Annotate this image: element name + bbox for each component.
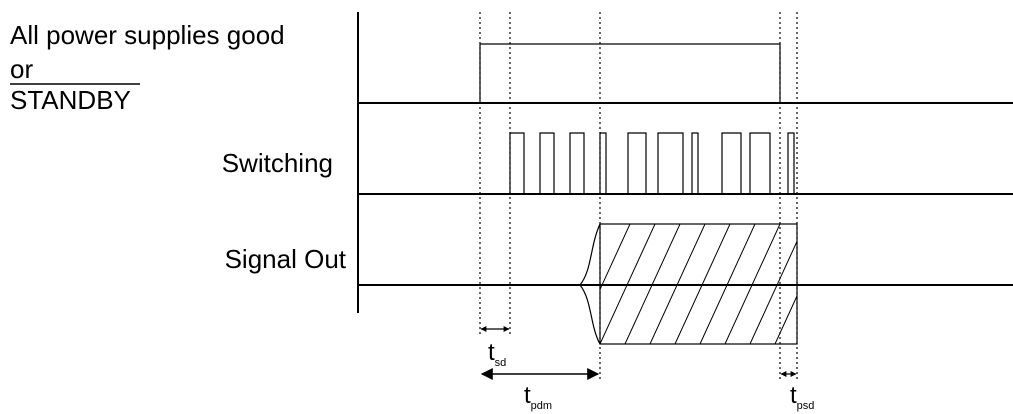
t-sd-label: tsd [488,339,506,369]
power-label-line1: All power supplies good [10,20,285,50]
power-label: All power supplies good or STANDBY [10,20,285,115]
switching-waveform [509,132,795,194]
power-waveform [479,43,781,103]
t-psd-label: tpsd [790,382,814,412]
timing-guides [479,12,798,380]
switching-label: Switching [222,148,333,178]
t-pdm-label: tpdm [524,382,552,412]
power-label-line2: or [10,54,33,84]
power-label-line3: STANDBY [10,85,131,115]
signal-out-transition-curve [579,223,601,345]
signal-out-label: Signal Out [225,244,347,274]
